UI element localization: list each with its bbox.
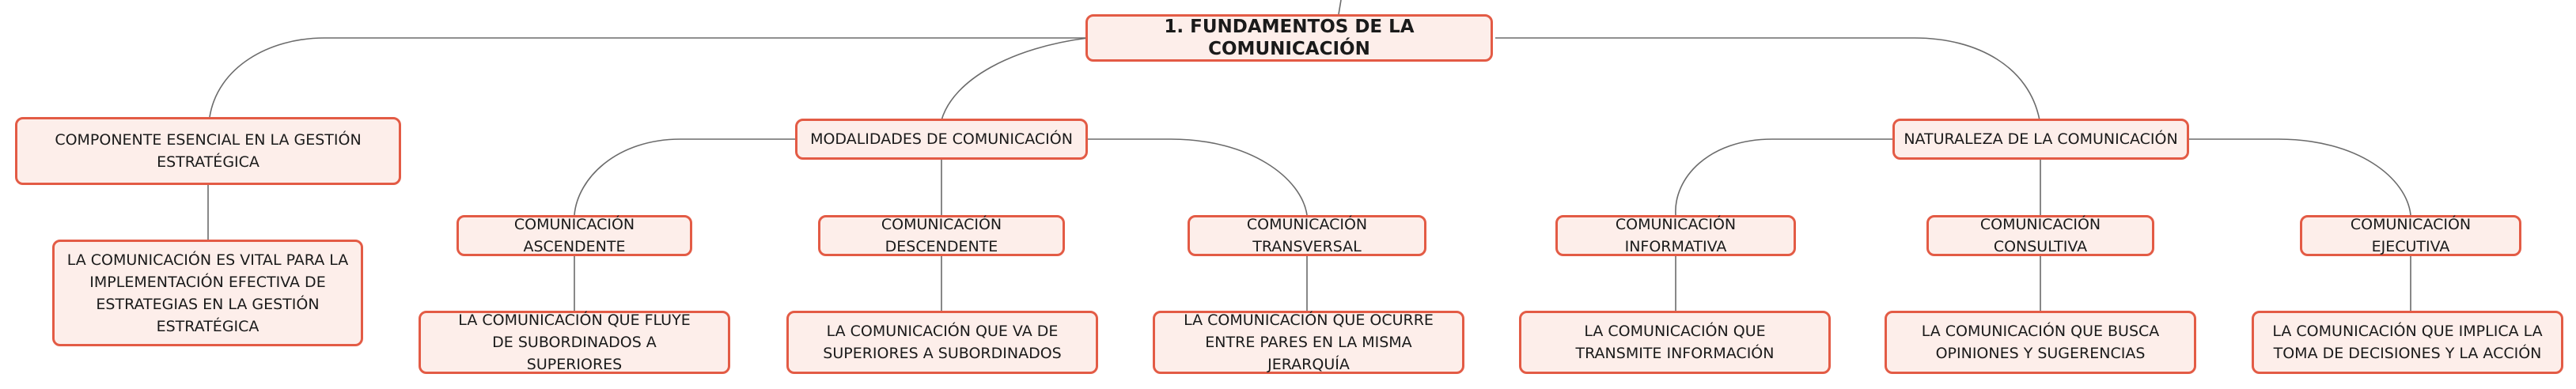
connector-line: [941, 37, 1089, 121]
topic-comunicacion-consultiva[interactable]: COMUNICACIÓN CONSULTIVA: [1926, 215, 2154, 256]
detail-componente-esencial[interactable]: LA COMUNICACIÓN ES VITAL PARA LA IMPLEME…: [52, 240, 363, 346]
connector-line: [1675, 138, 1892, 216]
topic-comunicacion-ejecutiva[interactable]: COMUNICACIÓN EJECUTIVA: [2300, 215, 2521, 256]
topic-comunicacion-informativa[interactable]: COMUNICACIÓN INFORMATIVA: [1555, 215, 1796, 256]
detail-comunicacion-informativa[interactable]: LA COMUNICACIÓN QUE TRANSMITE INFORMACIÓ…: [1519, 311, 1831, 374]
detail-comunicacion-ascendente[interactable]: LA COMUNICACIÓN QUE FLUYE DE SUBORDINADO…: [419, 311, 730, 374]
topic-comunicacion-ascendente[interactable]: COMUNICACIÓN ASCENDENTE: [456, 215, 692, 256]
detail-comunicacion-descendente[interactable]: LA COMUNICACIÓN QUE VA DE SUPERIORES A S…: [786, 311, 1098, 374]
connector-line: [1088, 138, 1308, 216]
branch-naturaleza[interactable]: NATURALEZA DE LA COMUNICACIÓN: [1892, 119, 2189, 160]
connector-line: [209, 37, 1088, 118]
connector-line: [574, 138, 795, 216]
detail-comunicacion-ejecutiva[interactable]: LA COMUNICACIÓN QUE IMPLICA LA TOMA DE D…: [2252, 311, 2563, 374]
branch-modalidades[interactable]: MODALIDADES DE COMUNICACIÓN: [795, 119, 1088, 160]
detail-comunicacion-transversal[interactable]: LA COMUNICACIÓN QUE OCURRE ENTRE PARES E…: [1153, 311, 1464, 374]
connector-line: [1338, 0, 1342, 15]
root-topic[interactable]: 1. FUNDAMENTOS DE LA COMUNICACIÓN: [1085, 14, 1493, 62]
detail-comunicacion-consultiva[interactable]: LA COMUNICACIÓN QUE BUSCA OPINIONES Y SU…: [1885, 311, 2196, 374]
connector-line: [1495, 37, 2040, 121]
topic-comunicacion-descendente[interactable]: COMUNICACIÓN DESCENDENTE: [818, 215, 1065, 256]
topic-comunicacion-transversal[interactable]: COMUNICACIÓN TRANSVERSAL: [1188, 215, 1426, 256]
connector-line: [2189, 138, 2411, 216]
branch-componente-esencial[interactable]: COMPONENTE ESENCIAL EN LA GESTIÓN ESTRAT…: [15, 117, 401, 185]
